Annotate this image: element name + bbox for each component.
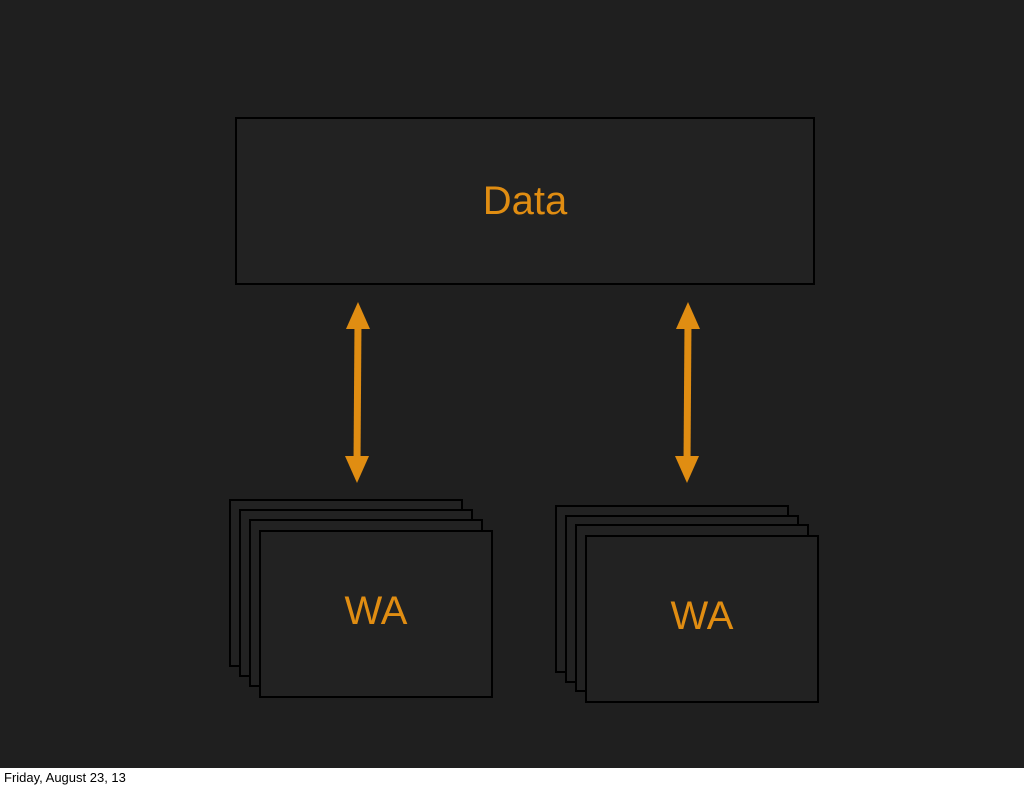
right-double-arrow	[675, 302, 700, 483]
left-arrow-head-down	[345, 456, 369, 483]
data-box-label: Data	[482, 179, 568, 223]
left-arrow-shaft	[353, 321, 362, 464]
left-double-arrow	[345, 302, 370, 483]
footer-date: Friday, August 23, 13	[4, 770, 126, 785]
left-wa-box: WA	[259, 530, 493, 698]
right-wa-label: WA	[670, 594, 734, 638]
left-arrow-head-up	[346, 302, 370, 329]
data-box: Data	[235, 117, 815, 285]
slide-canvas: Data WA WA	[0, 0, 1024, 768]
right-wa-box: WA	[585, 535, 819, 703]
left-wa-label: WA	[344, 589, 408, 633]
right-arrow-head-up	[676, 302, 700, 329]
connector-arrows	[345, 302, 700, 483]
right-arrow-head-down	[675, 456, 699, 483]
right-arrow-shaft	[683, 321, 692, 464]
